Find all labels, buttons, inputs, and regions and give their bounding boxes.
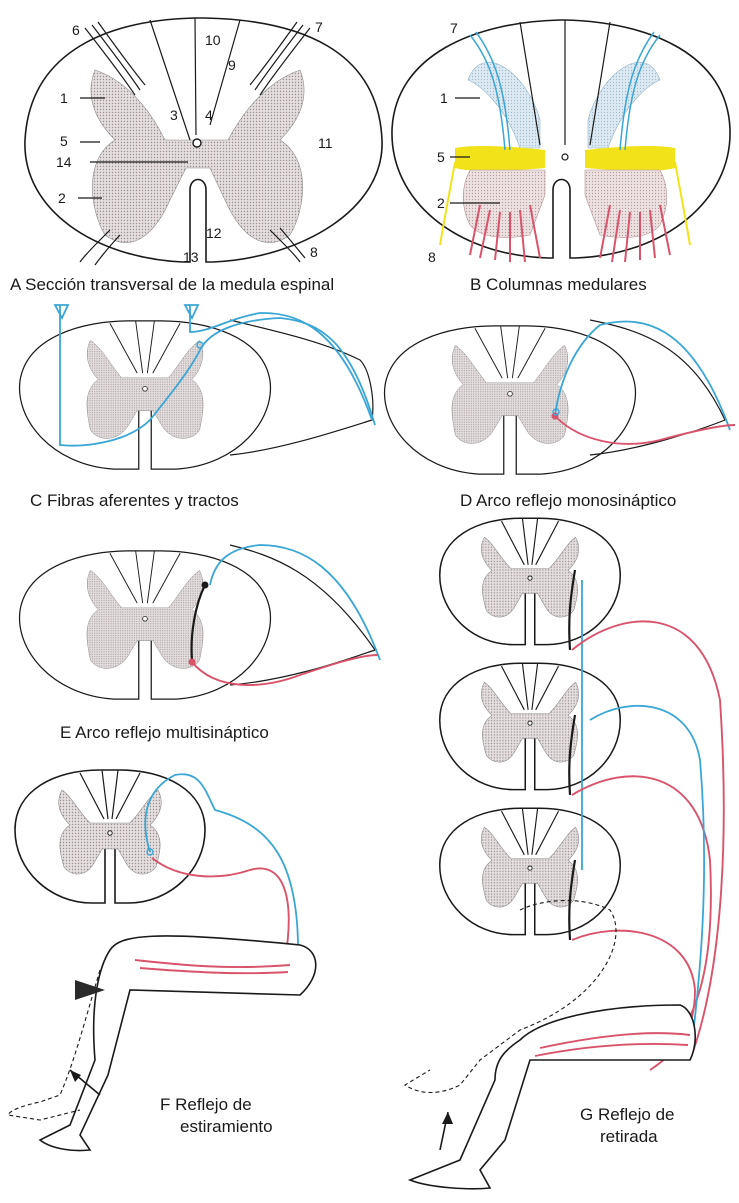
panel-c-afferent: C Fibras aferentes y tractos — [20, 305, 375, 510]
panel-g-withdrawal-reflex: G Reflejo de retirada — [405, 518, 724, 1188]
caption-g-line2: retirada — [600, 1127, 658, 1146]
label-a-13: 13 — [183, 249, 199, 265]
label-a-7: 7 — [315, 19, 323, 35]
label-a-4: 4 — [205, 107, 213, 123]
label-a-2: 2 — [58, 190, 66, 206]
caption-d: D Arco reflejo monosináptico — [460, 491, 676, 510]
label-a-1: 1 — [60, 90, 68, 106]
label-a-11: 11 — [318, 135, 333, 151]
label-b-7: 7 — [450, 20, 458, 36]
caption-f-line1: F Reflejo de — [160, 1095, 252, 1114]
caption-c: C Fibras aferentes y tractos — [30, 491, 239, 510]
panel-b-columns: 7 1 5 2 8 B Columnas medulares — [392, 20, 730, 294]
panel-e-multisynaptic: E Arco reflejo multisináptico — [20, 545, 380, 742]
label-a-8: 8 — [310, 244, 318, 260]
label-a-10: 10 — [205, 32, 221, 48]
label-a-5: 5 — [60, 133, 68, 149]
label-a-3: 3 — [170, 107, 178, 123]
caption-e: E Arco reflejo multisináptico — [60, 723, 269, 742]
label-a-9: 9 — [228, 57, 236, 73]
label-b-5: 5 — [437, 149, 445, 165]
caption-f-line2: estiramiento — [180, 1117, 273, 1136]
label-a-12: 12 — [206, 225, 222, 241]
label-b-8: 8 — [428, 249, 436, 265]
caption-g-line1: G Reflejo de — [580, 1105, 675, 1124]
panel-f-stretch-reflex: F Reflejo de estiramiento — [8, 770, 316, 1151]
panel-a-cross-section: 6 7 10 9 1 3 4 5 11 14 2 12 13 8 A Secci… — [10, 18, 382, 294]
label-b-2: 2 — [437, 195, 445, 211]
label-b-1: 1 — [440, 90, 448, 106]
caption-b: B Columnas medulares — [470, 275, 647, 294]
label-a-14: 14 — [56, 154, 72, 170]
label-a-6: 6 — [72, 22, 80, 38]
panel-d-monosynaptic: D Arco reflejo monosináptico — [385, 320, 735, 510]
caption-a: A Sección transversal de la medula espin… — [10, 275, 334, 294]
